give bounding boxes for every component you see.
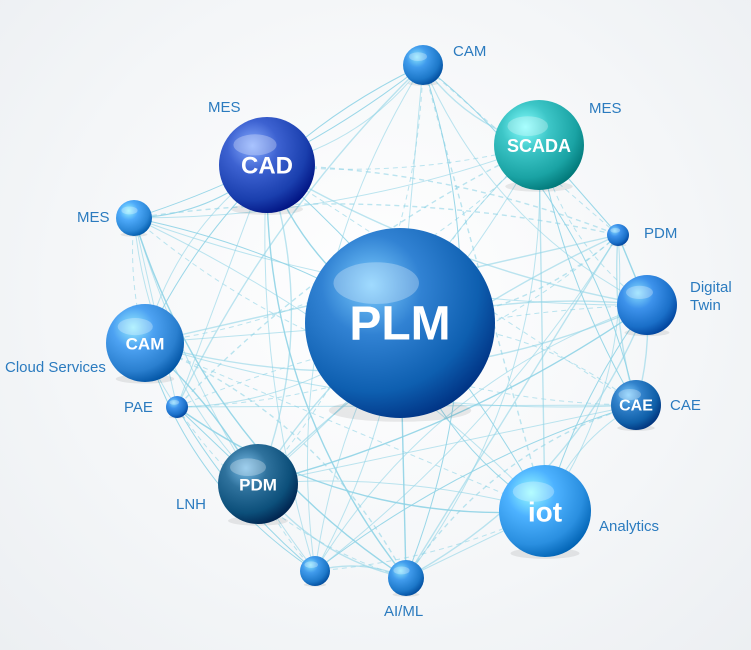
node-iot-sphere — [499, 465, 591, 557]
node-cam-left-highlight — [117, 318, 153, 336]
node-cad: CAD — [219, 117, 315, 215]
node-iot: iot — [499, 465, 591, 559]
node-aiml — [388, 560, 424, 597]
node-cam-left-label: CAM — [126, 335, 165, 354]
node-cam-top-highlight — [409, 52, 427, 61]
connection-scada-pae-small — [176, 144, 540, 408]
node-bottom-a-sphere — [300, 556, 330, 586]
node-pdm-small-sphere — [607, 224, 629, 246]
connection-scada-aiml — [405, 144, 541, 579]
connection-pdm-digital-twin — [257, 304, 648, 485]
node-cam-left-sphere — [106, 304, 184, 382]
label-aiml: AI/ML — [384, 603, 424, 620]
node-pae-small-highlight — [169, 399, 180, 405]
connection-pdm-small-aiml — [405, 234, 619, 579]
node-mes-left — [116, 200, 152, 237]
node-hub-sphere — [305, 228, 495, 418]
node-bottom-a — [300, 556, 330, 587]
label-analytics: Analytics — [599, 518, 660, 535]
node-aiml-highlight — [393, 566, 410, 575]
connection-cae-bottom-a — [314, 404, 637, 572]
connection-iot-pae-small — [176, 406, 546, 514]
node-scada-sphere — [494, 100, 584, 190]
node-hub-label: PLM — [349, 298, 450, 351]
connection-cae-aiml — [405, 404, 637, 579]
connection-digital-twin-cam-top — [422, 64, 648, 306]
node-aiml-sphere — [388, 560, 424, 596]
node-cam-top — [403, 45, 443, 86]
node-cae-label: CAE — [619, 398, 653, 415]
node-pdm-sphere — [218, 444, 298, 524]
label-mes-left: MES — [77, 209, 110, 226]
connection-pdm-cae — [257, 404, 637, 485]
node-scada-label: SCADA — [507, 136, 571, 156]
connection-digital-twin-aiml — [405, 304, 648, 579]
node-cae-sphere — [611, 380, 661, 430]
node-cam-top-sphere — [403, 45, 443, 85]
node-hub: PLM — [305, 228, 495, 422]
node-pdm-label: PDM — [239, 476, 277, 495]
node-cad-label: CAD — [241, 153, 293, 180]
node-cae-highlight — [618, 389, 641, 400]
node-cad-sphere — [219, 117, 315, 213]
label-cae-right: CAE — [670, 397, 701, 414]
node-digital-twin-sphere — [617, 275, 677, 335]
connection-cad-bottom-a — [264, 164, 316, 572]
connection-digital-twin-bottom-a — [314, 304, 648, 572]
node-digital-twin — [617, 275, 677, 337]
connection-cad-aiml — [266, 164, 407, 579]
node-pdm: PDM — [218, 444, 298, 526]
label-pdm-right: PDM — [644, 225, 678, 242]
label-digital-twin-line2: Twin — [690, 297, 721, 314]
node-cam-left: CAM — [106, 304, 184, 384]
label-mes-scada: MES — [589, 100, 622, 117]
connection-pdm-small-bottom-a — [314, 234, 619, 572]
node-mes-left-highlight — [121, 206, 138, 215]
node-pdm-highlight — [230, 458, 266, 477]
label-pae: PAE — [124, 399, 153, 416]
connection-mes-left-pdm-small — [133, 203, 619, 236]
connection-cad-pdm-small — [266, 164, 619, 236]
node-pdm-small — [607, 224, 629, 247]
node-pdm-small-highlight — [610, 227, 621, 233]
connection-digital-twin-pae-small — [176, 304, 648, 408]
sphere-nodes: PLM CAD SCADA CAM PDM iot CAE — [106, 45, 677, 597]
connection-hub-cae — [399, 322, 637, 406]
label-mes-cad: MES — [208, 99, 241, 116]
connection-mes-left-bottom-a — [133, 217, 316, 572]
label-cam-top: CAM — [453, 43, 487, 60]
node-pae-small-sphere — [166, 396, 188, 418]
node-iot-label: iot — [528, 497, 562, 528]
node-mes-left-sphere — [116, 200, 152, 236]
connection-cam-top-pae-small — [176, 64, 424, 408]
label-lnh: LNH — [176, 496, 207, 513]
node-pae-small — [166, 396, 188, 419]
node-cae: CAE — [611, 380, 661, 431]
connection-scada-mes-left — [133, 144, 540, 219]
node-scada-highlight — [507, 116, 548, 136]
label-cloud-services: Cloud Services — [5, 359, 106, 376]
node-hub-highlight — [333, 262, 419, 304]
node-bottom-a-highlight — [304, 561, 318, 568]
node-cad-highlight — [233, 134, 277, 156]
connection-pdm-small-pae-small — [176, 234, 619, 408]
node-scada: SCADA — [494, 100, 584, 192]
label-digital-twin-line1: Digital — [690, 279, 732, 296]
node-digital-twin-highlight — [626, 285, 653, 299]
node-iot-highlight — [512, 481, 555, 502]
